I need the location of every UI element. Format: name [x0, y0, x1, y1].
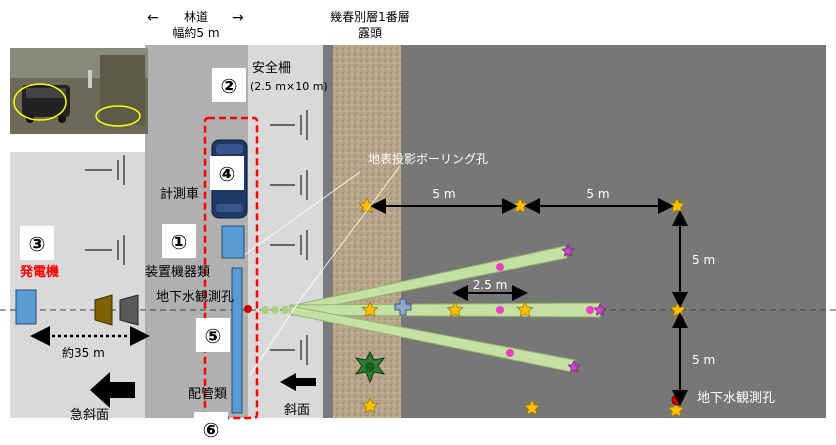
road-title: 林道 — [184, 10, 208, 24]
dim-label-2: 5 m — [586, 187, 609, 201]
generator-number: ③ — [29, 232, 46, 256]
slope-arrow — [280, 373, 316, 391]
bottom-number: ⑥ — [203, 418, 220, 441]
device-box — [221, 225, 245, 259]
dim-label-5: 5 m — [692, 353, 715, 367]
dimension-lines — [370, 198, 688, 406]
road-arrow-right: → — [232, 10, 244, 26]
slope-symbols — [85, 110, 308, 365]
safety-fence-label: 安全柵 — [252, 60, 291, 76]
borehole-projection-label: 地表投影ボーリング孔 — [368, 151, 488, 166]
generator-label: 発電機 — [19, 264, 59, 280]
safety-fence-size: (2.5 m×10 m) — [250, 80, 328, 93]
safety-fence — [203, 116, 259, 420]
outcrop-marker — [354, 350, 386, 384]
left-slope-area — [10, 152, 145, 418]
steep-slope-label: 急斜面 — [70, 408, 109, 423]
slope-label: 斜面 — [284, 403, 310, 418]
outcrop-title: 幾春別層1番層 — [330, 10, 410, 24]
safety-fence-number: ② — [221, 74, 238, 98]
truck-icon — [94, 294, 139, 326]
piping-bar — [231, 267, 243, 414]
borehole-origin-dots — [261, 306, 289, 314]
road-width: 幅約5 m — [172, 25, 219, 40]
dim-label-3: 2.5 m — [473, 278, 508, 292]
borehole-marker — [394, 298, 412, 316]
road-arrow-left: ← — [147, 10, 159, 26]
car-number: ④ — [219, 162, 236, 186]
devices-label: 装置機器類 — [145, 265, 210, 280]
generator-box — [15, 289, 37, 325]
distance-label: 約35 m — [62, 345, 105, 360]
groundwater-hole-right-label: 地下水観測孔 — [697, 391, 775, 406]
slope-edge — [323, 45, 333, 418]
groundwater-hole-marker — [244, 305, 252, 313]
outcrop-subtitle: 露頭 — [358, 26, 382, 40]
outcrop-strip — [333, 45, 401, 418]
sensor-points — [496, 263, 594, 357]
device-number: ① — [171, 230, 188, 254]
measurement-car-label: 計測車 — [160, 186, 199, 202]
steep-slope-arrow — [90, 372, 135, 408]
photo-inset — [10, 48, 148, 134]
piping-number: ⑤ — [205, 324, 222, 348]
field-area — [401, 45, 826, 418]
number-badges — [20, 68, 246, 440]
road-shoulder — [248, 45, 323, 418]
groundwater-hole-label: 地下水観測孔 — [156, 290, 234, 305]
leader-lines — [239, 165, 401, 376]
dim-label-1: 5 m — [432, 187, 455, 201]
dim-label-4: 5 m — [692, 253, 715, 267]
piping-label: 配管類 — [188, 387, 227, 402]
